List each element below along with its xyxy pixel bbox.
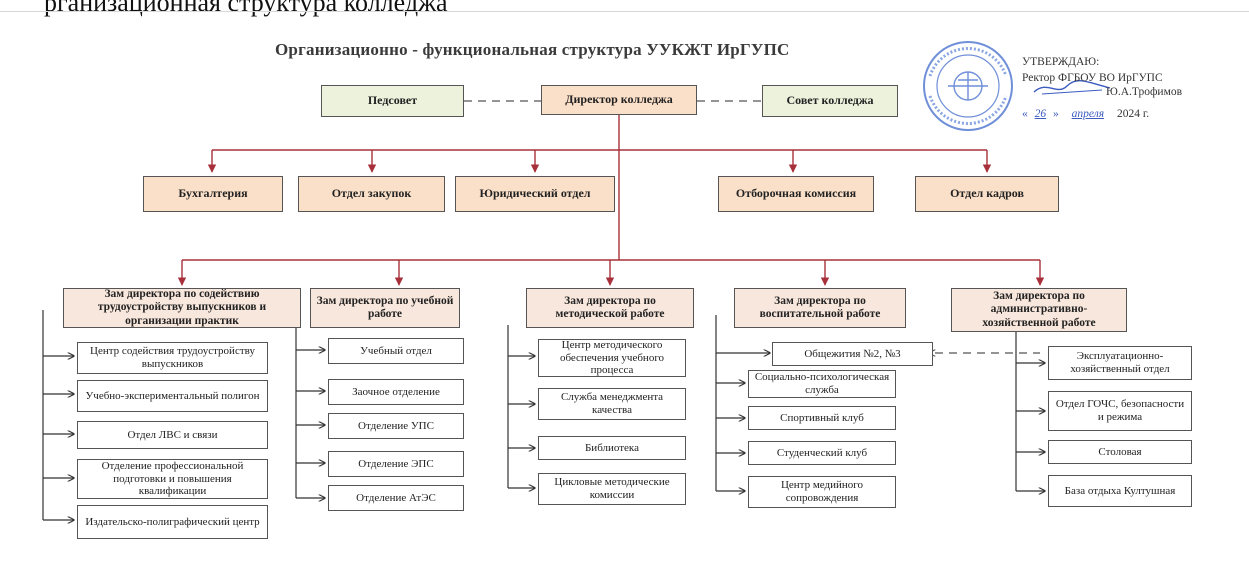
top-text-fragment: рганизационная структура колледжа (44, 0, 448, 17)
box-college-council: Совет колледжа (762, 85, 898, 117)
date-quote-open: « (1022, 108, 1028, 120)
box-pedsovet: Педсовет (321, 85, 464, 117)
unit-professional-training: Отделение профессиональной подготовки и … (77, 459, 268, 499)
unit-maintenance: Эксплуатационно-хозяйственный отдел (1048, 346, 1192, 380)
box-deputy-administration: Зам директора по административно-хозяйст… (951, 288, 1127, 332)
unit-sports-club: Спортивный клуб (748, 406, 896, 430)
unit-correspondence: Заочное отделение (328, 379, 464, 405)
unit-media-center: Центр медийного сопровождения (748, 476, 896, 508)
date-year: 2024 г. (1116, 108, 1150, 120)
page-divider (0, 11, 1249, 12)
unit-methodical-center: Центр методического обеспечения учебного… (538, 339, 686, 377)
unit-dormitories: Общежития №2, №3 (772, 342, 933, 366)
unit-psych-service: Социально-психологическая служба (748, 370, 896, 398)
approval-position: Ректор ФГБОУ ВО ИрГУПС (1022, 72, 1163, 84)
unit-quality-management: Служба менеджмента качества (538, 388, 686, 420)
unit-recreation-base: База отдыха Култушная (1048, 475, 1192, 507)
unit-training-ground: Учебно-экспериментальный полигон (77, 380, 268, 412)
box-hr: Отдел кадров (915, 176, 1059, 212)
box-deputy-methodology: Зам директора по методической работе (526, 288, 694, 328)
date-day: 26 (1034, 108, 1047, 120)
approval-date: « 26 » апреля 2024 г. (1022, 103, 1163, 125)
unit-eps: Отделение ЭПС (328, 451, 464, 477)
box-accounting: Бухгалтерия (143, 176, 283, 212)
unit-ates: Отделение АтЭС (328, 485, 464, 511)
box-deputy-employment: Зам директора по содействию трудоустройс… (63, 288, 301, 328)
rector-name: Ю.А.Трофимов (1106, 86, 1183, 98)
box-legal: Юридический отдел (455, 176, 615, 212)
unit-employment-center: Центр содействия трудоустройству выпускн… (77, 342, 268, 374)
unit-lan-department: Отдел ЛВС и связи (77, 421, 268, 449)
unit-methodical-commissions: Цикловые методические комиссии (538, 473, 686, 505)
date-quote-close: » (1053, 108, 1059, 120)
signature-scribble (1033, 79, 1111, 95)
diagram-title: Организационно - функциональная структур… (275, 40, 790, 59)
unit-security: Отдел ГОЧС, безопасности и режима (1048, 391, 1192, 431)
unit-canteen: Столовая (1048, 440, 1192, 464)
box-admissions: Отборочная комиссия (718, 176, 874, 212)
unit-student-club: Студенческий клуб (748, 441, 896, 465)
approval-heading: УТВЕРЖДАЮ: (1022, 56, 1100, 68)
box-director: Директор колледжа (541, 85, 697, 115)
unit-library: Библиотека (538, 436, 686, 460)
box-procurement: Отдел закупок (298, 176, 445, 212)
date-month: апреля (1071, 108, 1105, 120)
approval-block: УТВЕРЖДАЮ: Ректор ФГБОУ ВО ИрГУПС « 26 »… (1022, 51, 1163, 125)
unit-ups: Отделение УПС (328, 413, 464, 439)
unit-academic-department: Учебный отдел (328, 338, 464, 364)
box-deputy-education: Зам директора по учебной работе (310, 288, 460, 328)
official-seal-stamp (923, 41, 1013, 131)
box-deputy-upbringing: Зам директора по воспитательной работе (734, 288, 906, 328)
unit-printing-center: Издательско-полиграфический центр (77, 505, 268, 539)
